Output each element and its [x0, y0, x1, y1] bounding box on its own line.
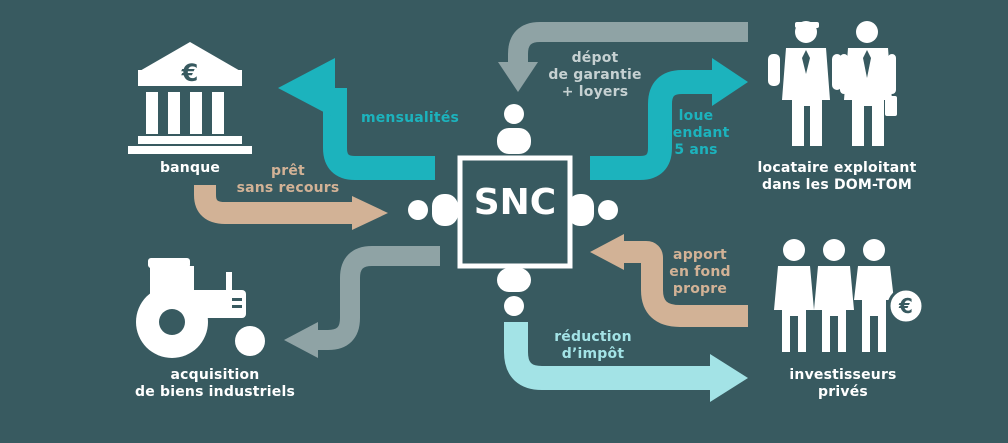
monthly-payments-label: mensualités: [360, 110, 460, 126]
lease-label: loue pendant 5 ans: [662, 108, 730, 158]
snc-table-icon: [408, 104, 618, 316]
tractor-icon: [136, 258, 265, 358]
investors-euro-icon: €: [774, 239, 925, 352]
tenant-label: locataire exploitant dans les DOM-TOM: [757, 160, 917, 193]
businessmen-icon: [768, 21, 897, 146]
equity-label: apport en fond propre: [669, 247, 731, 297]
bank-euro-icon: €: [128, 42, 252, 154]
arrow-deposit: [498, 22, 748, 92]
arrow-acquisition: [284, 246, 440, 358]
investors-label: investisseurs privés: [789, 367, 897, 400]
arrow-tax-reduction: [504, 322, 748, 402]
bank-label: banque: [159, 160, 221, 176]
arrow-lease: [590, 58, 748, 180]
arrow-equity: [590, 234, 748, 327]
svg-text:€: €: [898, 294, 913, 318]
acquisition-label: acquisition de biens industriels: [135, 367, 295, 400]
loan-label: prêt sans recours: [236, 163, 340, 196]
arrow-monthly-payments: [278, 58, 435, 180]
arrow-loan: [194, 185, 388, 230]
deposit-label: dépot de garantie + loyers: [548, 50, 642, 100]
snc-label: SNC: [473, 182, 557, 223]
tax-reduction-label: réduction d’impôt: [554, 329, 632, 362]
svg-text:€: €: [181, 59, 199, 87]
